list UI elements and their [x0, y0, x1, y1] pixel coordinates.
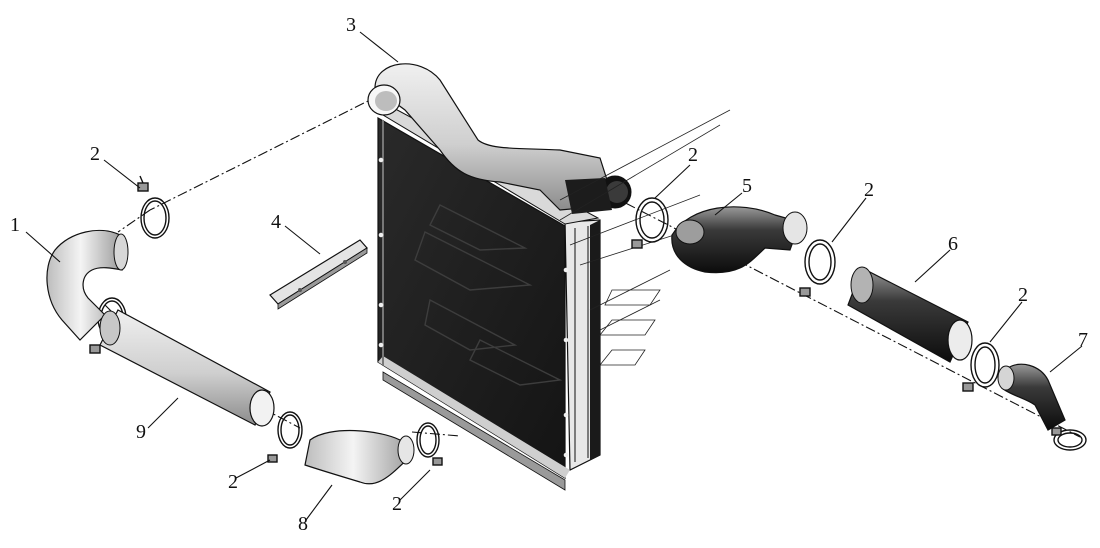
- intercooler-core: [377, 104, 601, 491]
- callout-2-lower-left: 2: [228, 471, 238, 493]
- callout-2-mid: 2: [688, 144, 698, 166]
- bent-hose-dark: [671, 206, 808, 274]
- hose-clamp-lower-right: [416, 422, 443, 466]
- callout-6: 6: [948, 233, 958, 255]
- hose-clamp-end: [1051, 427, 1087, 451]
- callout-5: 5: [742, 175, 752, 197]
- callout-4: 4: [271, 211, 281, 233]
- callout-2-upper-left: 2: [90, 143, 100, 165]
- hose-clamp-mid: [631, 197, 669, 249]
- callout-3: 3: [346, 14, 356, 36]
- leader-lines: [25, 31, 1083, 521]
- short-hose-end: [997, 363, 1066, 431]
- hose-clamp-right: [799, 239, 836, 297]
- elbow-pipe-left: [46, 229, 129, 341]
- bent-hose-lower: [304, 430, 415, 485]
- hose-clamp-far-right: [962, 342, 1000, 392]
- upper-charge-pipe: [367, 63, 632, 214]
- callout-7: 7: [1078, 329, 1088, 351]
- callout-1: 1: [10, 214, 20, 236]
- callout-2-right: 2: [864, 179, 874, 201]
- callout-2-far-right: 2: [1018, 284, 1028, 306]
- callout-2-lower-right: 2: [392, 493, 402, 515]
- hose-clamp-upper-left: [137, 175, 170, 239]
- hose-clamp-lower-left: [267, 411, 303, 463]
- logo-outline-lines: [559, 109, 731, 366]
- callout-8: 8: [298, 513, 308, 535]
- straight-pipe-right: [847, 266, 973, 363]
- straight-pipe-lower-left: [99, 309, 275, 427]
- callout-9: 9: [136, 421, 146, 443]
- mounting-bracket: [269, 239, 368, 310]
- core-logo-mark: [414, 204, 563, 386]
